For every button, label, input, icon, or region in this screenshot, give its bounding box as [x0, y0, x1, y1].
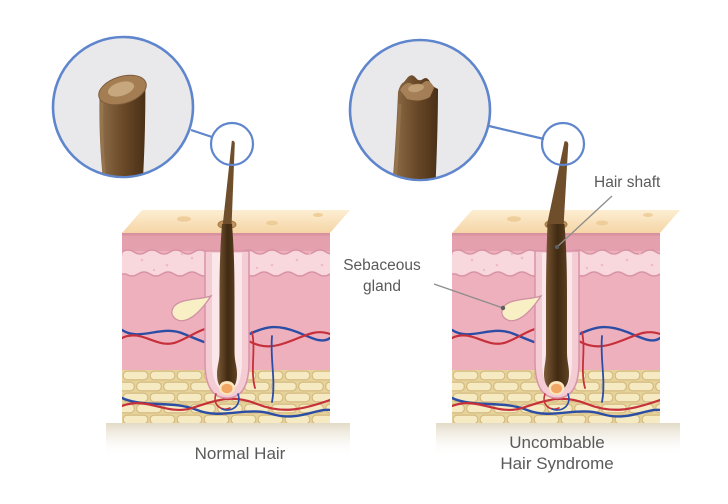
hair-shaft-in-skin — [544, 224, 569, 391]
caption-uhs-line1: Uncombable — [509, 433, 605, 452]
sebaceous-gland-label: Sebaceous gland — [322, 255, 442, 297]
bulb-capillaries — [214, 393, 240, 411]
hair-cut-core — [107, 81, 135, 97]
hair-shaft-label: Hair shaft — [594, 174, 661, 191]
sebaceous-gland-label-line1: Sebaceous — [343, 257, 421, 274]
magnified-hair-body — [392, 75, 438, 179]
annotation-pointers — [433, 195, 613, 309]
panel-uncombable-hair — [436, 141, 680, 457]
tip-marker-circle — [540, 121, 586, 167]
magnifier-normal-tip — [51, 35, 255, 179]
sebaceous-gland-pointer-dot — [500, 305, 506, 311]
magnifier-connector-line — [190, 128, 213, 139]
magnified-hair-body — [99, 83, 146, 176]
hair-shaft-above-skin — [222, 140, 235, 227]
papilla — [551, 383, 562, 394]
caption-uhs-line2: Hair Syndrome — [500, 454, 614, 473]
caption-uncombable-hair-syndrome: Uncombable Hair Syndrome — [447, 432, 667, 474]
caption-normal-hair: Normal Hair — [194, 444, 286, 463]
sebaceous-gland-label-line2: gland — [363, 278, 401, 295]
hair-shaft-pointer-line — [556, 195, 613, 248]
hair-shaft-in-skin — [217, 224, 237, 391]
sebaceous-gland-pointer-line — [433, 283, 504, 309]
magnified-hair-highlight — [393, 103, 402, 179]
tip-marker-circle — [209, 121, 255, 167]
hair-shaft-pointer-dot — [554, 244, 560, 250]
papilla — [221, 383, 233, 394]
magnifier-uncombable-tip — [348, 38, 586, 182]
panel-normal-hair — [106, 140, 350, 457]
magnifier-connector-line — [488, 124, 545, 141]
magnified-hair-chip-light — [408, 83, 424, 93]
hair-shaft-above-skin — [546, 141, 569, 227]
bulb-capillaries — [543, 393, 570, 411]
